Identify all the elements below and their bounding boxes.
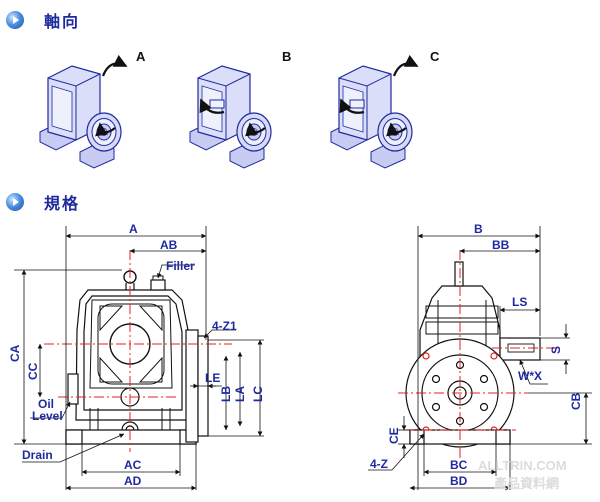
input-rotation-arrow-icon — [339, 98, 365, 114]
callout-level: Level — [32, 409, 63, 423]
side-view-labels: B BB LS S W*X CB CE 4-Z BC BD — [370, 222, 583, 488]
side-input-shaft — [454, 261, 464, 287]
front-dimension-lines — [14, 226, 264, 491]
front-cover-plate — [89, 299, 173, 389]
dim-label-ab: AB — [160, 238, 178, 252]
section-title-axis: 軸向 — [44, 12, 81, 31]
input-shaft-icon — [209, 99, 225, 109]
input-rotation-arrow-icon — [199, 98, 225, 114]
dim-label-b: B — [474, 222, 483, 236]
rotation-view-c: C — [330, 49, 440, 169]
callout-oil: Oil — [38, 397, 54, 411]
front-view-labels: A AB Filler CA CC 4-Z1 LE LB LA LC Oil L… — [8, 222, 265, 488]
rotation-label-b: B — [282, 49, 291, 64]
dim-label-s: S — [549, 346, 563, 354]
input-shaft-icon — [349, 99, 365, 109]
rotation-view-a: A — [39, 49, 146, 169]
watermark-line-2: 產品資料網 — [493, 476, 559, 491]
front-view-drawing — [65, 270, 209, 445]
dim-label-lb: LB — [219, 386, 233, 402]
bolt-hole-icon — [479, 402, 489, 412]
dim-label-4-z: 4-Z — [370, 457, 388, 471]
output-rotation-arrow-icon — [245, 122, 266, 137]
dim-label-ac: AC — [124, 458, 142, 472]
dim-label-cb: CB — [569, 392, 583, 410]
side-dimension-lines — [368, 226, 592, 491]
dim-label-lc: LC — [251, 386, 265, 402]
dim-label-la: LA — [233, 386, 247, 402]
side-center-lines — [398, 250, 560, 458]
front-housing-inner — [83, 295, 183, 411]
watermark: ALLTRIN.COM 產品資料網 — [478, 458, 567, 491]
dim-label-bb: BB — [492, 238, 510, 252]
watermark-line-1: ALLTRIN.COM — [478, 458, 567, 473]
dim-label-ls: LS — [512, 295, 527, 309]
rotation-view-b: B — [189, 49, 291, 169]
section-header-axis: 軸向 — [6, 9, 80, 31]
side-view-drawing — [405, 261, 541, 448]
rotation-label-c: C — [430, 49, 440, 64]
dim-label-bc: BC — [450, 458, 468, 472]
output-rotation-arrow-icon — [95, 122, 116, 137]
dim-label-wx: W*X — [518, 369, 542, 383]
oil-level-plug-icon — [67, 373, 79, 405]
dim-label-ca: CA — [8, 344, 22, 362]
dim-label-ad: AD — [124, 474, 142, 488]
callout-filler: Filler — [166, 259, 195, 273]
dim-label-cc: CC — [26, 362, 40, 380]
dim-label-ce: CE — [387, 427, 401, 444]
bolt-hole-icon — [479, 374, 489, 384]
dim-label-4-z1: 4-Z1 — [212, 319, 237, 333]
bullet-icon — [6, 193, 24, 211]
bolt-hole-icon — [431, 402, 441, 412]
output-rotation-arrow-icon — [386, 122, 407, 137]
front-base — [65, 429, 197, 445]
front-center-lines — [44, 250, 232, 452]
rotation-label-a: A — [136, 49, 146, 64]
input-rotation-arrow-icon — [101, 54, 128, 77]
callout-drain: Drain — [22, 448, 53, 462]
dim-label-le: LE — [205, 371, 220, 385]
section-title-spec: 規格 — [44, 194, 81, 213]
dim-label-bd: BD — [450, 474, 468, 488]
top-rotation-arrow-icon — [392, 54, 419, 77]
dim-label-a: A — [129, 222, 138, 236]
bolt-hole-icon — [431, 374, 441, 384]
bullet-icon — [6, 11, 24, 29]
section-header-spec: 規格 — [6, 191, 80, 213]
filler-plug-icon — [150, 279, 166, 291]
